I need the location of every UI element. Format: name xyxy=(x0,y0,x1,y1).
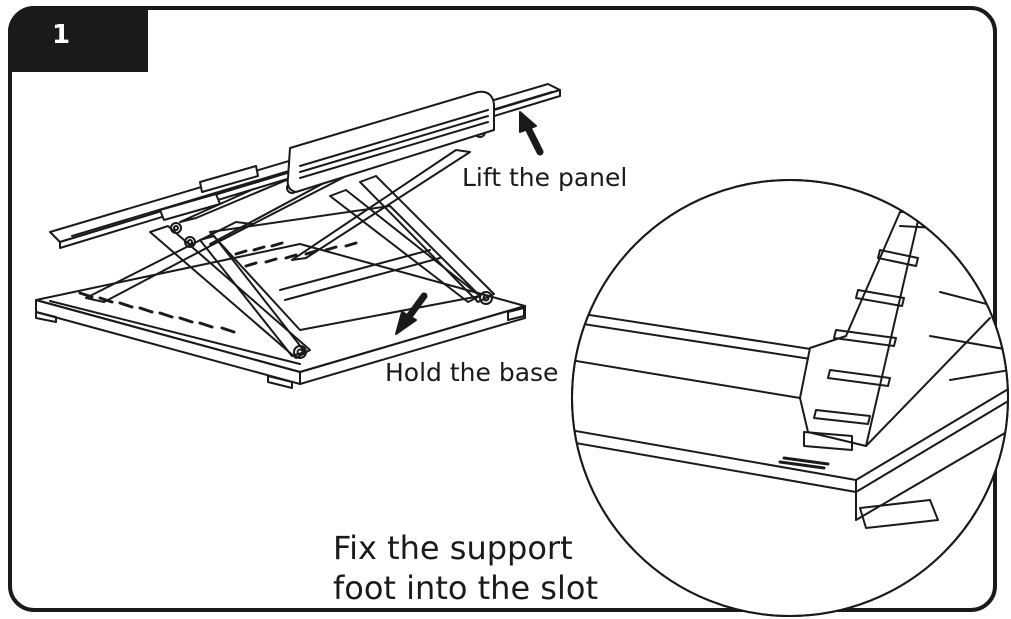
lift-panel-instruction: Lift the panel xyxy=(462,163,628,192)
hold-arrow xyxy=(395,292,428,335)
top-panel xyxy=(49,83,561,249)
detail-zoom-circle xyxy=(571,179,1009,617)
lift-arrow xyxy=(519,111,544,156)
fix-support-instruction: Fix the support foot into the slot xyxy=(333,529,598,607)
stand-base-plate xyxy=(35,243,526,389)
step-number: 1 xyxy=(52,20,71,50)
laptop-stand-drawing xyxy=(35,83,561,389)
hold-base-instruction: Hold the base xyxy=(385,358,559,387)
step-number-badge: 1 xyxy=(8,6,148,72)
step-frame xyxy=(8,6,997,612)
